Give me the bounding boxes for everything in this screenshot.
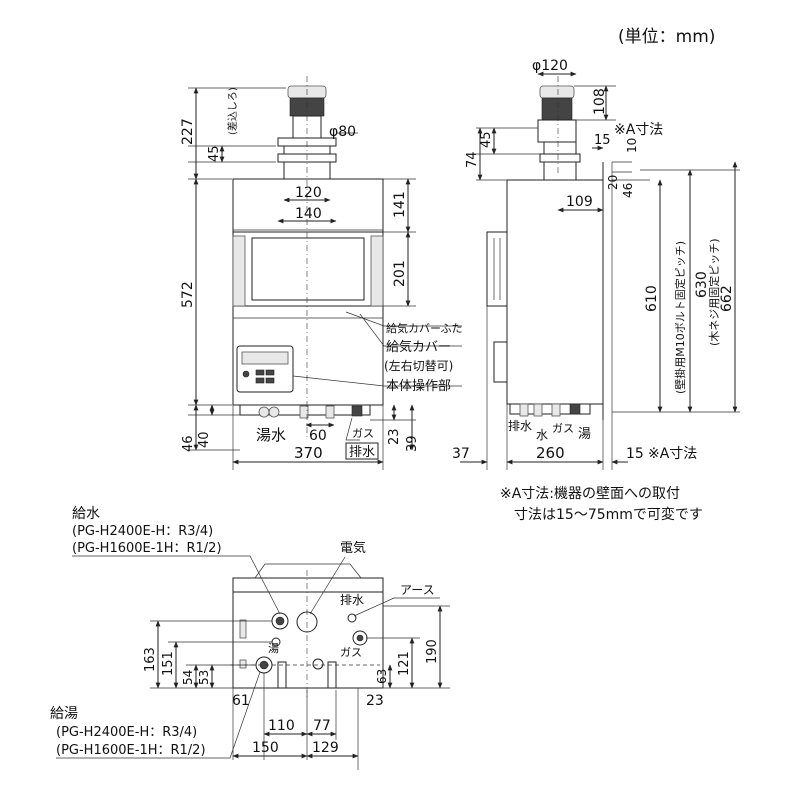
bottom-dim-54: 54 <box>181 670 195 685</box>
bottom-label-kyuto: 給湯 <box>50 705 78 722</box>
side-dim-20: 20 <box>606 175 620 190</box>
bottom-dim-151: 151 <box>161 651 176 676</box>
front-label-sashikomi: (差込しろ) <box>226 87 239 135</box>
bottom-dim-129: 129 <box>312 740 339 756</box>
bottom-dim-121: 121 <box>397 651 412 676</box>
side-dim-108: 108 <box>592 88 608 115</box>
front-dim-140: 140 <box>295 206 322 222</box>
front-view: 227 (差込しろ) 45 572 φ80 120 140 141 201 給気… <box>180 76 463 470</box>
bottom-label-haisui: 排水 <box>340 593 364 607</box>
front-dim-60: 60 <box>309 428 327 444</box>
side-dim-610: 610 <box>644 285 660 312</box>
bottom-label-kyusui-h2400: (PG-H2400E-H：R3/4) <box>72 524 213 539</box>
unit-label: (単位：mm) <box>618 27 715 47</box>
bottom-dim-190: 190 <box>425 639 440 664</box>
bottom-label-kyusui-h1600: (PG-H1600E-1H：R1/2) <box>72 541 222 556</box>
side-view: φ120 108 ※A寸法 74 45 15 10 109 20 46 <box>452 58 740 470</box>
bottom-dim-150: 150 <box>252 740 279 756</box>
front-dim-120: 120 <box>295 185 322 201</box>
side-dim-46: 46 <box>621 183 635 198</box>
side-label-a-bottom: ※A寸法 <box>648 446 697 462</box>
side-dim-662: 662 <box>719 285 735 312</box>
side-label-neji: (木ネジ用固定ピッチ) <box>707 238 721 346</box>
side-dim-10: 10 <box>625 138 639 153</box>
front-dim-201: 201 <box>392 260 408 287</box>
side-dim-15-bottom: 15 <box>626 446 644 462</box>
label-yu-mizu: 湯水 <box>256 426 286 444</box>
front-dim-46: 46 <box>181 435 196 452</box>
note-line-2: 寸法は15～75mmで可変です <box>514 506 703 523</box>
side-label-wall-m10: (壁掛用M10ボルト固定ピッチ) <box>673 241 687 394</box>
bottom-label-earth: アース <box>400 583 435 597</box>
front-dim-23: 23 <box>387 428 402 445</box>
label-front-haisui: 排水 <box>349 445 375 460</box>
front-dim-227: 227 <box>180 118 196 145</box>
bottom-dim-110: 110 <box>268 718 295 734</box>
bottom-label-kyuto-h1600: (PG-H1600E-1H：R1/2) <box>56 743 206 758</box>
side-dim-37: 37 <box>452 446 470 462</box>
side-label-yu: 湯 <box>578 427 591 442</box>
side-label-haisui: 排水 <box>508 419 532 433</box>
label-kyuki-cover-futa: 給気カバーふた <box>386 321 463 335</box>
side-dim-109: 109 <box>566 194 593 210</box>
front-dim-45: 45 <box>207 145 222 162</box>
side-label-gas: ガス <box>552 422 574 435</box>
side-dim-phi120: φ120 <box>532 58 568 74</box>
bottom-dim-77: 77 <box>313 718 331 734</box>
front-dim-370: 370 <box>294 444 323 462</box>
bottom-dim-61: 61 <box>232 693 250 709</box>
front-dim-39: 39 <box>405 435 420 452</box>
bottom-view: 給水 (PG-H2400E-H：R3/4) (PG-H1600E-1H：R1/2… <box>50 506 450 770</box>
bottom-label-gas: ガス <box>340 646 362 659</box>
side-dim-15-top: 15 <box>594 133 611 148</box>
bottom-dim-63: 63 <box>375 669 389 684</box>
front-dim-40: 40 <box>197 431 212 448</box>
side-dim-74: 74 <box>465 151 480 168</box>
note-line-1: ※A寸法:機器の壁面への取付 <box>500 486 680 502</box>
side-label-a-top: ※A寸法 <box>614 122 663 138</box>
side-dim-45: 45 <box>479 131 494 148</box>
front-dim-141: 141 <box>392 191 408 218</box>
bottom-label-denki: 電気 <box>340 540 366 556</box>
front-dim-phi80: φ80 <box>329 124 356 140</box>
label-front-gas: ガス <box>352 427 374 440</box>
bottom-label-yu: 湯 <box>268 642 279 655</box>
label-sayu-kirikae: (左右切替可) <box>384 358 453 373</box>
label-hontai-sousa: 本体操作部 <box>386 378 451 394</box>
front-dim-572: 572 <box>180 281 196 308</box>
bottom-label-kyuto-h2400: (PG-H2400E-H：R3/4) <box>56 725 197 740</box>
side-dim-630: 630 <box>694 271 710 298</box>
bottom-dim-163: 163 <box>143 647 158 672</box>
bottom-dim-23: 23 <box>366 693 384 709</box>
side-dim-260: 260 <box>536 444 565 462</box>
side-label-mizu: 水 <box>536 428 548 442</box>
bottom-label-kyusui: 給水 <box>72 506 100 522</box>
bottom-dim-53: 53 <box>197 670 211 685</box>
label-kyuki-cover: 給気カバー <box>386 339 451 355</box>
